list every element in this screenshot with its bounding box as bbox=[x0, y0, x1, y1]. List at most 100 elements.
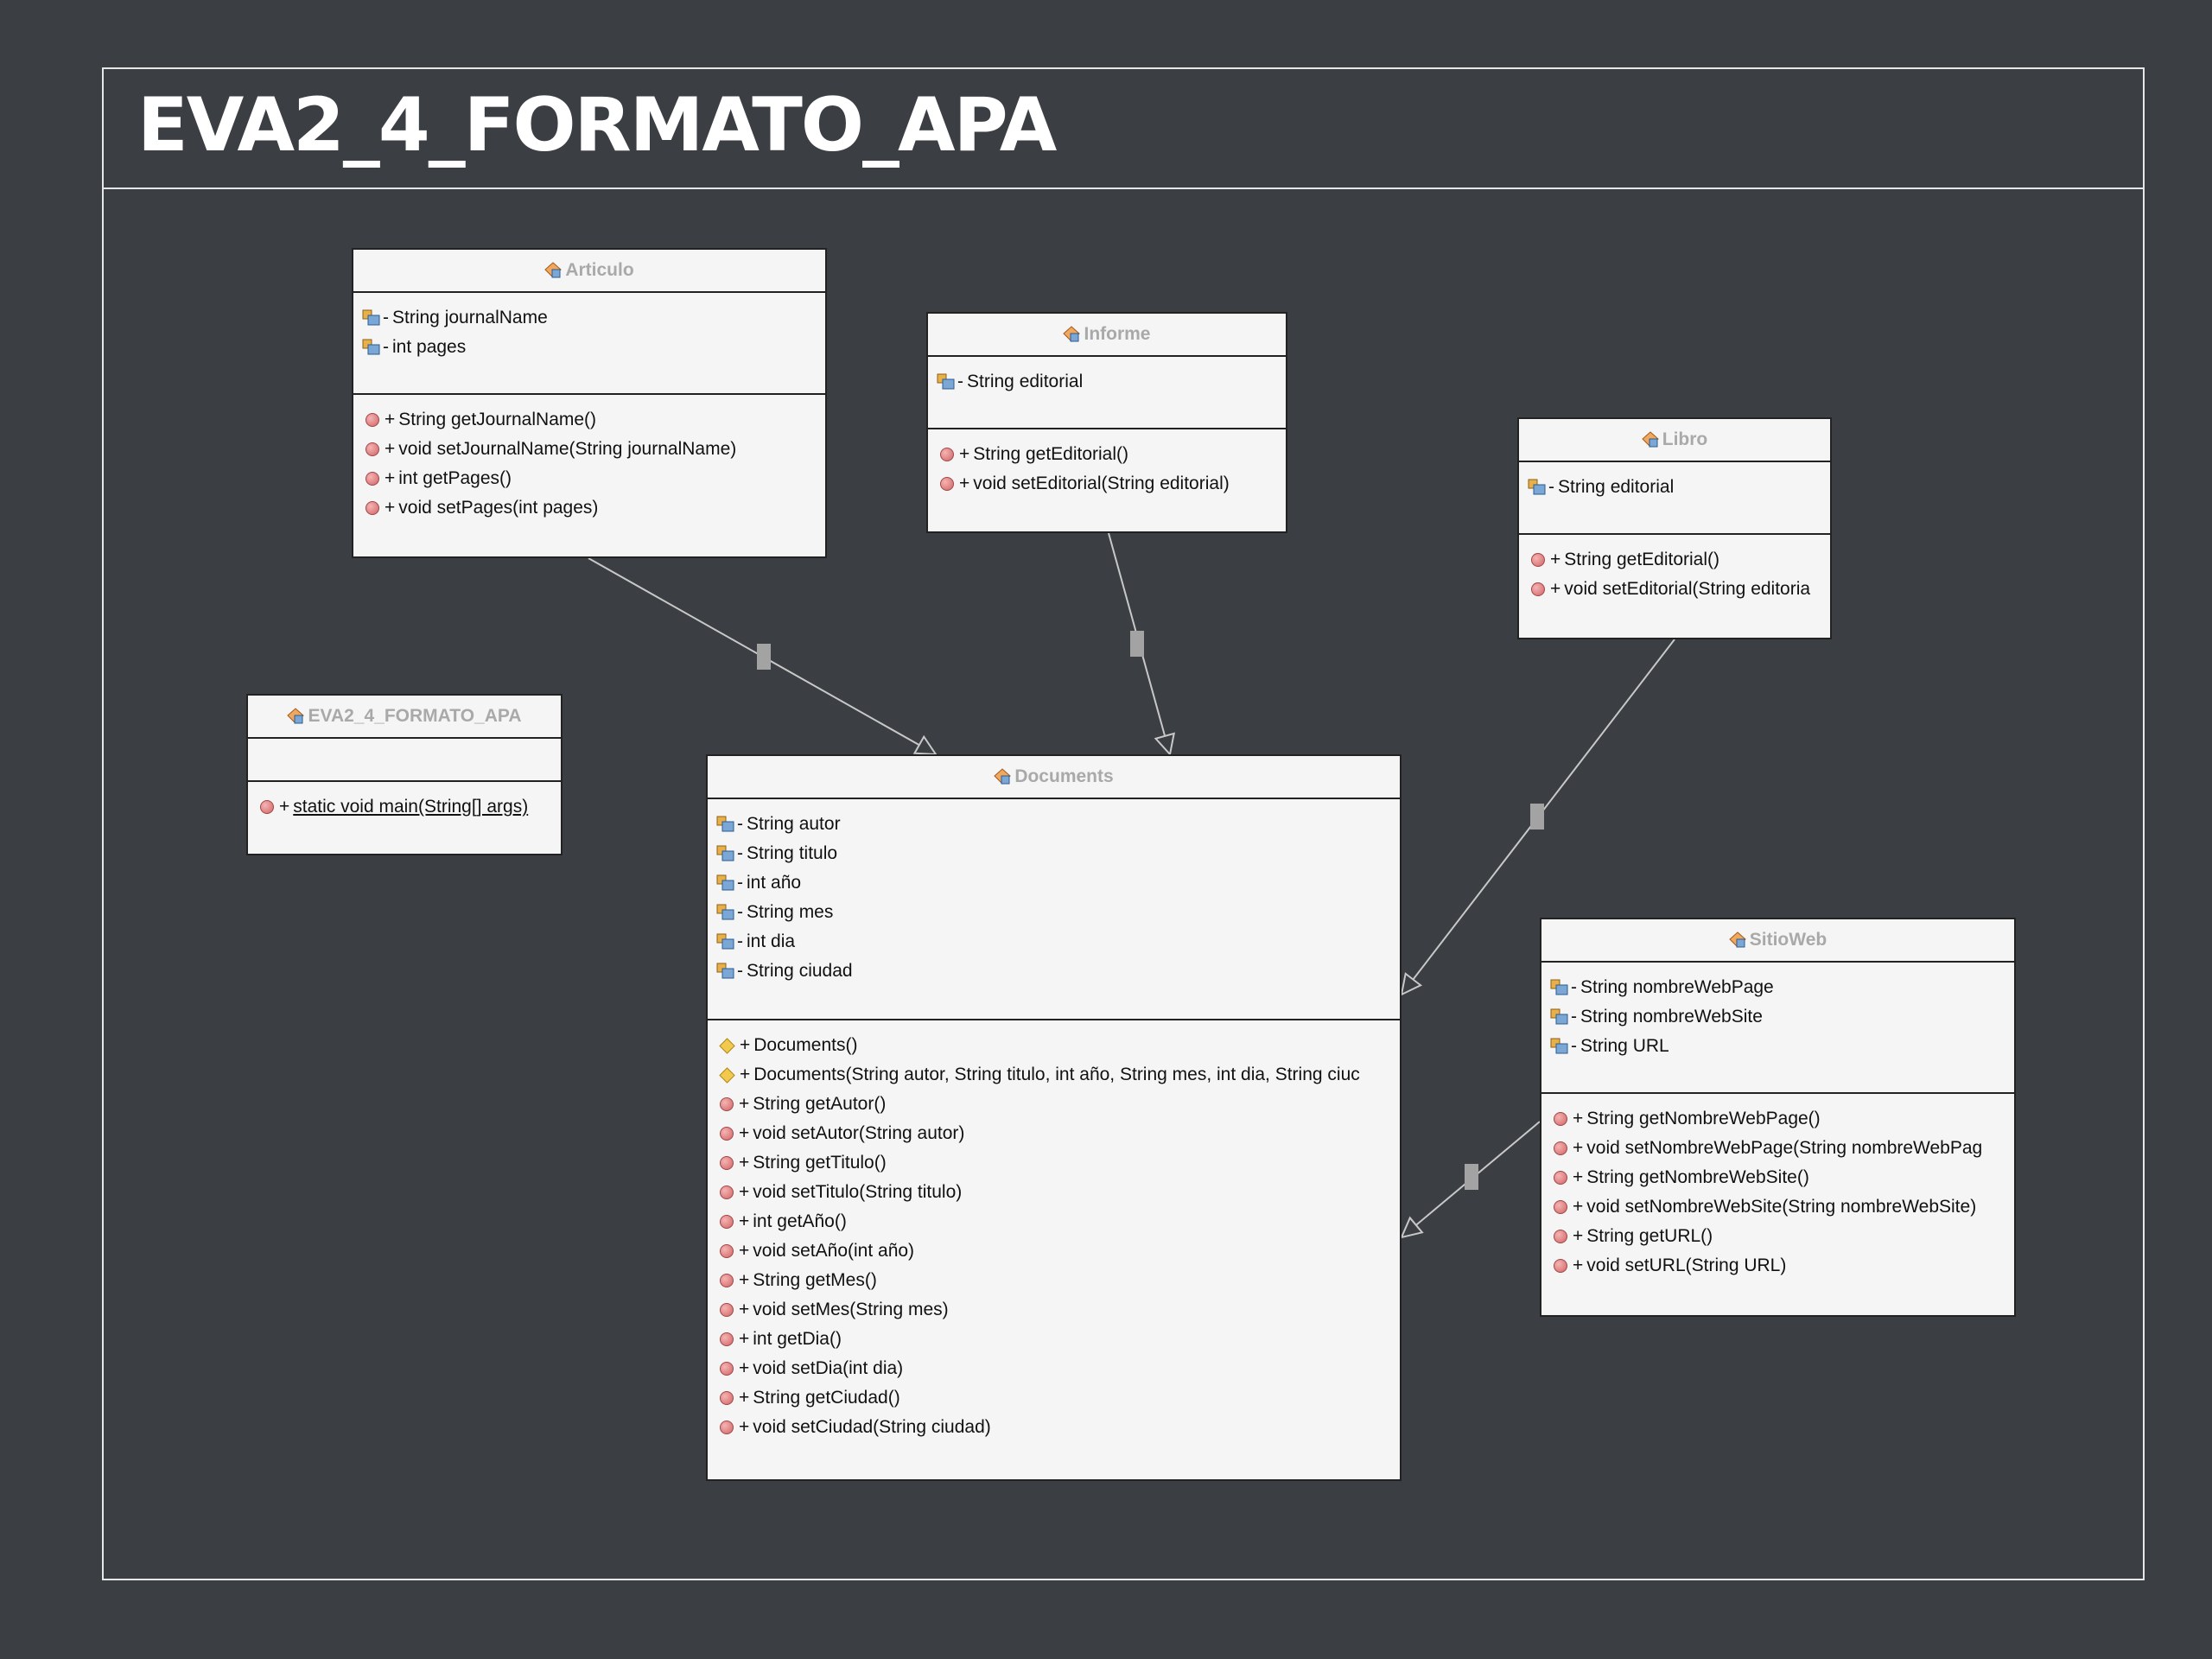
constructor-icon bbox=[719, 1037, 735, 1054]
constructor-1: +Documents(String autor, String titulo, … bbox=[708, 1060, 1400, 1090]
method-string-getnombrewebpage: +String getNombreWebPage() bbox=[1541, 1104, 2014, 1134]
field-string-mes: -String mes bbox=[708, 898, 1400, 927]
method-icon bbox=[720, 1274, 734, 1287]
method-text: String getTitulo() bbox=[753, 1153, 887, 1173]
visibility-public: + bbox=[1573, 1167, 1584, 1187]
field-text: String editorial bbox=[967, 372, 1084, 391]
method-string-getjournalname: +String getJournalName() bbox=[353, 405, 825, 435]
method-text: String getJournalName() bbox=[398, 410, 597, 429]
visibility-public: + bbox=[739, 1358, 750, 1378]
field-string-ciudad: -String ciudad bbox=[708, 957, 1400, 986]
field-icon bbox=[362, 309, 381, 327]
class-icon bbox=[287, 708, 305, 725]
class-name: Informe bbox=[1084, 324, 1151, 344]
visibility-private: - bbox=[383, 308, 389, 327]
connector-label-marker[interactable] bbox=[1465, 1164, 1478, 1190]
methods-compartment: +String getJournalName()+void setJournal… bbox=[353, 395, 825, 523]
generalization-arrowhead bbox=[1400, 1216, 1424, 1239]
method-text: int getDia() bbox=[753, 1329, 842, 1349]
method-void-seta-o-int-a-o: +void setAño(int año) bbox=[708, 1236, 1400, 1266]
connector-label-marker[interactable] bbox=[1130, 631, 1144, 657]
visibility-public: + bbox=[385, 498, 396, 518]
visibility-public: + bbox=[1550, 550, 1561, 569]
fields-compartment: -String editorial bbox=[1519, 462, 1830, 535]
method-text: static void main(String[] args) bbox=[293, 797, 529, 817]
class-libro[interactable]: Libro-String editorial+String getEditori… bbox=[1517, 417, 1832, 639]
visibility-public: + bbox=[1573, 1226, 1584, 1246]
method-string-getnombrewebsite: +String getNombreWebSite() bbox=[1541, 1163, 2014, 1192]
method-void-seteditorial-string-editorial: +void setEditorial(String editorial) bbox=[928, 469, 1286, 499]
class-icon bbox=[1063, 326, 1081, 343]
method-text: void setURL(String URL) bbox=[1586, 1255, 1787, 1275]
method-text: String getAutor() bbox=[753, 1094, 887, 1114]
visibility-public: + bbox=[385, 439, 396, 459]
field-text: String URL bbox=[1580, 1036, 1669, 1056]
method-int-geta-o: +int getAño() bbox=[708, 1207, 1400, 1236]
method-void-setpages-int-pages: +void setPages(int pages) bbox=[353, 493, 825, 523]
method-icon bbox=[720, 1215, 734, 1229]
field-icon bbox=[1550, 979, 1569, 996]
method-icon bbox=[940, 477, 954, 491]
method-icon bbox=[720, 1127, 734, 1141]
class-documents[interactable]: Documents-String autor-String titulo-int… bbox=[706, 754, 1402, 1481]
method-static-void-main-string-args: +static void main(String[] args) bbox=[248, 792, 561, 822]
fields-compartment: -String journalName-int pages bbox=[353, 293, 825, 395]
visibility-private: - bbox=[383, 337, 389, 357]
method-void-settitulo-string-titulo: +void setTitulo(String titulo) bbox=[708, 1178, 1400, 1207]
fields-compartment bbox=[248, 739, 561, 782]
constructor-icon bbox=[719, 1066, 735, 1084]
method-icon bbox=[1554, 1171, 1567, 1185]
visibility-private: - bbox=[737, 873, 743, 893]
visibility-public: + bbox=[1573, 1138, 1584, 1158]
method-text: void setNombreWebPage(String nombreWebPa… bbox=[1586, 1138, 1983, 1158]
method-icon bbox=[720, 1303, 734, 1317]
method-text: void setEditorial(String editoria bbox=[1564, 579, 1811, 599]
visibility-public: + bbox=[740, 1065, 751, 1084]
field-string-editorial: -String editorial bbox=[928, 367, 1286, 397]
methods-compartment: +String getEditorial()+void setEditorial… bbox=[928, 429, 1286, 499]
method-text: void setCiudad(String ciudad) bbox=[753, 1417, 991, 1437]
connector-label-marker[interactable] bbox=[757, 644, 771, 670]
field-text: int año bbox=[747, 873, 802, 893]
class-eva2-4-formato-apa[interactable]: EVA2_4_FORMATO_APA+static void main(Stri… bbox=[246, 694, 563, 855]
method-text: int getPages() bbox=[398, 468, 512, 488]
method-text: void setEditorial(String editorial) bbox=[973, 474, 1230, 493]
field-text: int dia bbox=[747, 931, 796, 951]
method-text: void setTitulo(String titulo) bbox=[753, 1182, 963, 1202]
visibility-public: + bbox=[1573, 1255, 1584, 1275]
visibility-public: + bbox=[739, 1417, 750, 1437]
method-text: void setPages(int pages) bbox=[398, 498, 599, 518]
field-icon bbox=[1550, 1038, 1569, 1055]
field-int-dia: -int dia bbox=[708, 927, 1400, 957]
visibility-public: + bbox=[739, 1123, 750, 1143]
method-text: void setAño(int año) bbox=[753, 1241, 915, 1261]
visibility-public: + bbox=[739, 1270, 750, 1290]
method-void-seteditorial-string-editoria: +void setEditorial(String editoria bbox=[1519, 575, 1830, 604]
method-icon bbox=[720, 1391, 734, 1405]
connector-label-marker[interactable] bbox=[1530, 804, 1544, 830]
class-articulo[interactable]: Articulo-String journalName-int pages+St… bbox=[352, 248, 827, 558]
class-informe[interactable]: Informe -String editorial +String getEdito… bbox=[926, 312, 1287, 533]
method-icon bbox=[365, 442, 379, 456]
field-text: String nombreWebSite bbox=[1580, 1007, 1763, 1027]
methods-compartment: +static void main(String[] args) bbox=[248, 782, 561, 822]
field-icon bbox=[716, 816, 735, 833]
visibility-private: - bbox=[957, 372, 963, 391]
method-void-seturl-string-url: +void setURL(String URL) bbox=[1541, 1251, 2014, 1281]
method-text: void setAutor(String autor) bbox=[753, 1123, 965, 1143]
method-text: String getEditorial() bbox=[973, 444, 1129, 464]
method-void-setnombrewebsite-string-nombrewebsite: +void setNombreWebSite(String nombreWebS… bbox=[1541, 1192, 2014, 1222]
method-text: String getEditorial() bbox=[1564, 550, 1720, 569]
method-void-setdia-int-dia: +void setDia(int dia) bbox=[708, 1354, 1400, 1383]
visibility-private: - bbox=[737, 814, 743, 834]
visibility-private: - bbox=[1548, 477, 1554, 497]
method-icon bbox=[1554, 1259, 1567, 1273]
class-icon bbox=[1642, 431, 1659, 448]
method-string-getmes: +String getMes() bbox=[708, 1266, 1400, 1295]
class-icon bbox=[994, 768, 1012, 785]
method-icon bbox=[1554, 1230, 1567, 1243]
method-text: void setMes(String mes) bbox=[753, 1300, 949, 1319]
class-sitioweb[interactable]: SitioWeb-String nombreWebPage-String nom… bbox=[1540, 918, 2016, 1317]
visibility-public: + bbox=[1550, 579, 1561, 599]
